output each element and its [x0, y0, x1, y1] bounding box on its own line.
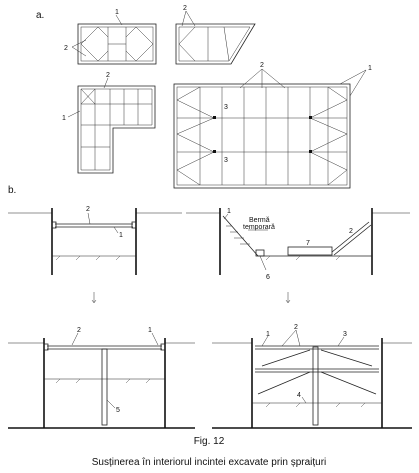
callout-5: 5: [116, 407, 120, 414]
callout-1b: 1: [62, 115, 66, 122]
callout-6: 6: [266, 274, 270, 281]
figure-title: Susținerea în interiorul incintei excava…: [92, 457, 327, 468]
callout-4: 4: [297, 392, 301, 399]
callout-1c: 1: [368, 65, 372, 72]
callout-2c: 2: [106, 72, 110, 79]
plan-rectangular-pit: [77, 23, 157, 65]
figure-number: Fig. 12: [194, 436, 225, 447]
callout-3b: 3: [224, 157, 228, 164]
plan-large-braced-pit: [173, 83, 351, 189]
callout-1d: 1: [119, 232, 123, 239]
callout-2f: 2: [349, 228, 353, 235]
section-multilevel-struts: [212, 338, 412, 429]
plan-l-shaped-pit: [77, 85, 156, 174]
callout-2d: 2: [260, 62, 264, 69]
callout-3c: 3: [343, 331, 347, 338]
section-single-strut: [8, 208, 182, 275]
callout-2g: 2: [77, 327, 81, 334]
berm-label-temporary: temporară: [243, 224, 275, 231]
section-berm-inclined-struts: [186, 208, 410, 275]
callout-7: 7: [306, 240, 310, 247]
panel-b-label: b.: [8, 185, 16, 196]
plan-trapezoid-pit: [175, 23, 256, 65]
berm-label: Bermă: [249, 217, 270, 224]
callout-1f: 1: [148, 327, 152, 334]
sequence-arrows: [91, 292, 291, 304]
callout-1: 1: [115, 9, 119, 16]
section-strut-central-column: [8, 338, 195, 429]
callout-2b: 2: [183, 5, 187, 12]
callout-1g: 1: [266, 331, 270, 338]
callout-3: 3: [224, 104, 228, 111]
callout-2: 2: [64, 45, 68, 52]
panel-a-label: a.: [36, 10, 44, 21]
callout-2e: 2: [86, 206, 90, 213]
callout-1e: 1: [227, 208, 231, 215]
callout-2h: 2: [294, 324, 298, 331]
